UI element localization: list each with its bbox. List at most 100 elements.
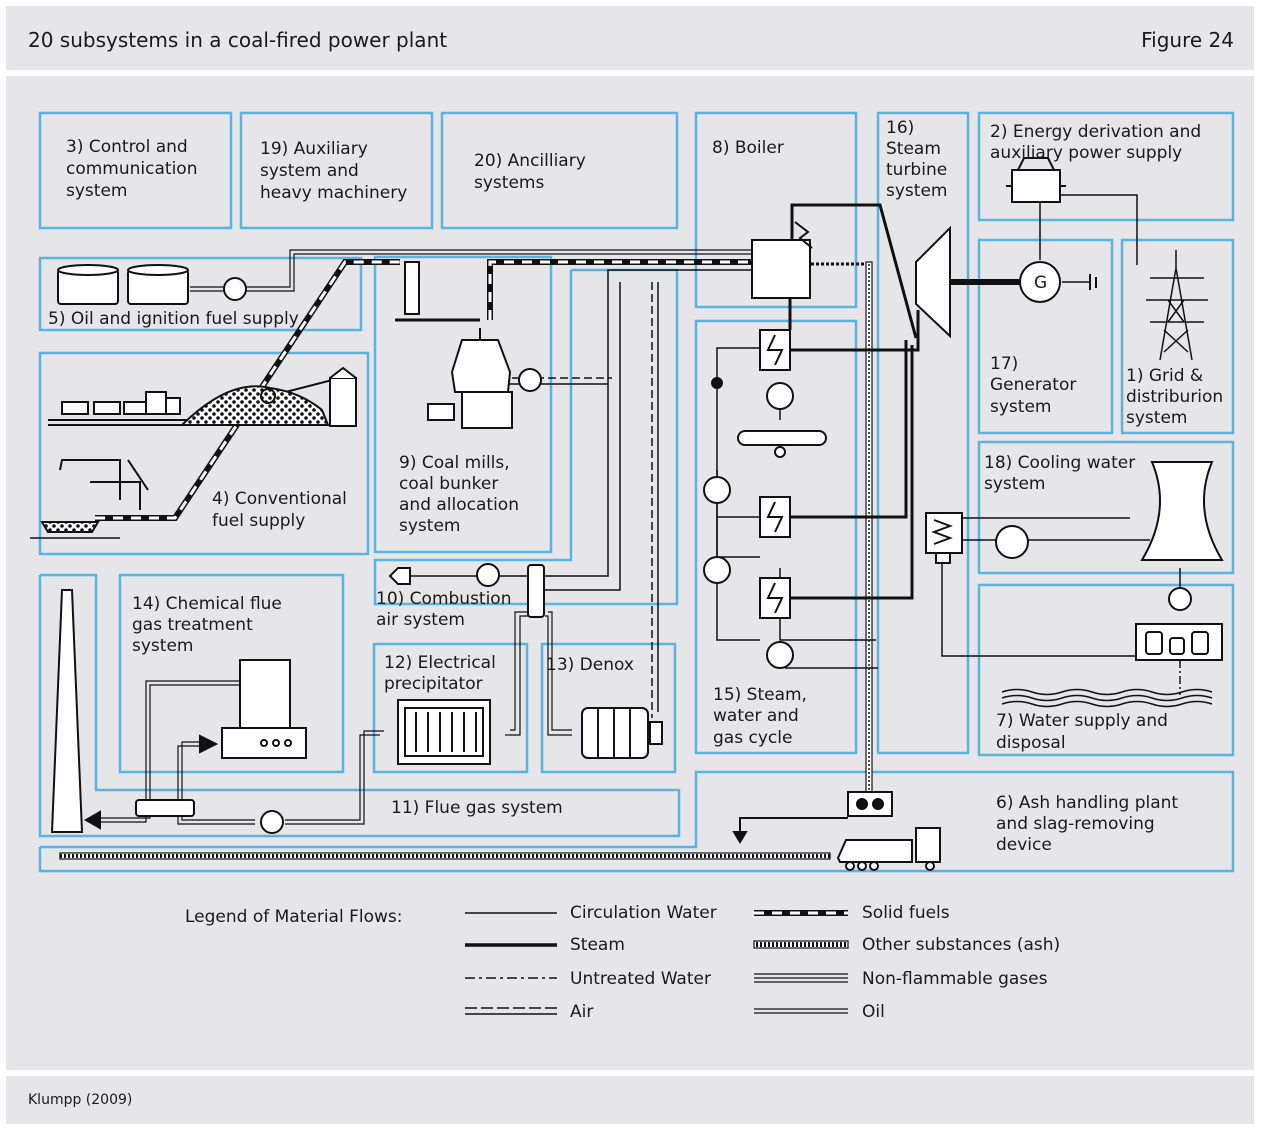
legend-label: Oil [862, 1002, 885, 1022]
label-oil: 5) Oil and ignition fuel supply [48, 309, 299, 329]
legend: Legend of Material Flows: Circulation Wa… [185, 903, 1060, 1022]
condenser-icon [925, 512, 963, 564]
legend-label: Steam [570, 935, 625, 955]
heat-exchanger [759, 329, 791, 619]
oil-pump [223, 277, 247, 301]
coal-train [48, 391, 190, 426]
label-ancillary: 20) Ancilliary systems [474, 151, 591, 193]
ash-discharge-line [739, 817, 848, 835]
air-intake-icon [388, 567, 411, 585]
label-coal-mills: 9) Coal mills, coal bunker and allocatio… [399, 453, 524, 536]
air-lines [410, 269, 752, 718]
circulation-water-lines [716, 180, 1181, 669]
transformer-icon [1006, 157, 1066, 203]
air-preheater [527, 564, 545, 618]
oil-tank [57, 264, 189, 305]
label-flue-gas: 11) Flue gas system [391, 798, 563, 818]
label-auxiliary: 19) Auxiliary system and heavy machinery [260, 139, 407, 203]
legend-swatch-non-flammable-gases [754, 973, 848, 983]
box-precipitator [372, 642, 529, 774]
steam-turbine [915, 225, 951, 339]
legend-label: Non-flammable gases [862, 969, 1048, 989]
chimney-icon [50, 589, 84, 833]
label-denox: 13) Denox [546, 655, 634, 675]
denox-icon [581, 707, 663, 759]
precipitator-icon [397, 699, 491, 765]
label-cooling: 18) Cooling water system [984, 453, 1141, 494]
valve-icon [711, 377, 723, 389]
ground-icon [1089, 274, 1097, 290]
box-coal-mills [373, 255, 553, 554]
label-control: 3) Control and communication system [66, 137, 203, 201]
coal-wheel [260, 388, 276, 404]
box-turbine [876, 111, 970, 755]
gas-heater [135, 799, 195, 817]
box-generator [977, 238, 1114, 435]
steam-drum [737, 430, 827, 446]
rail-track [59, 852, 831, 860]
feed-pump [766, 641, 794, 669]
box-ancillary [440, 111, 679, 230]
coal-silo [329, 366, 357, 427]
ash-silo-icon [847, 791, 893, 817]
cooling-pump [995, 525, 1029, 559]
feed-pump [703, 476, 731, 504]
legend-swatch-oil [754, 1008, 848, 1014]
ash-truck-icon [836, 827, 941, 871]
coal-stockpile [179, 385, 330, 426]
label-energy: 2) Energy derivation and auxiliary power… [990, 122, 1207, 163]
label-generator: 17) Generator system [990, 354, 1082, 417]
label-ash: 6) Ash handling plant and slag-removing … [996, 793, 1183, 855]
feed-pump [766, 382, 794, 410]
makeup-pump [1168, 587, 1192, 611]
label-combustion-air: 10) Combustion air system [376, 589, 517, 630]
legend-label: Air [570, 1002, 593, 1022]
water-treatment-icon [1135, 623, 1223, 661]
box-ash [38, 770, 1235, 873]
boiler-flame-icon [794, 221, 813, 249]
flow-arrow-icon [732, 831, 748, 844]
label-water-supply: 7) Water supply and disposal [996, 711, 1173, 753]
boiler-vessel [751, 239, 811, 299]
flow-arrow-icon [83, 810, 101, 830]
label-grid: 1) Grid & distriburion system [1126, 366, 1229, 428]
label-precipitator: 12) Electrical precipitator [384, 653, 501, 694]
generator-symbol: G [1034, 273, 1047, 293]
coal-ship [40, 521, 100, 533]
label-chemical: 14) Chemical flue gas treatment system [132, 594, 287, 656]
box-denox [540, 642, 677, 774]
label-boiler: 8) Boiler [712, 138, 784, 158]
transmission-tower-icon [1146, 250, 1208, 361]
legend-title: Legend of Material Flows: [185, 907, 403, 927]
figure-number: Figure 24 [1141, 28, 1234, 52]
mill-fan [518, 368, 542, 392]
box-control [38, 111, 233, 230]
figure-footer: Klumpp (2009) [6, 1076, 1254, 1124]
figure-title: 20 subsystems in a coal-fired power plan… [28, 28, 448, 52]
box-boiler [694, 111, 858, 309]
coal-bunker [395, 261, 480, 322]
steam-lines [788, 203, 1020, 600]
box-conventional [38, 351, 370, 556]
scrubber-icon [221, 659, 307, 759]
box-energy [977, 111, 1235, 222]
box-chemical [118, 573, 345, 774]
legend-label: Other substances (ash) [862, 935, 1060, 955]
cooling-tower [1140, 461, 1224, 561]
box-cooling [977, 440, 1235, 575]
feed-pump [703, 556, 731, 584]
box-flue-gas [38, 573, 681, 838]
label-conventional: 4) Conventional fuel supply [212, 489, 352, 531]
box-auxiliary [239, 111, 434, 230]
generator-icon [1019, 261, 1061, 303]
box-grid [1120, 238, 1235, 435]
source-citation: Klumpp (2009) [28, 1092, 133, 1108]
coal-mill [427, 328, 513, 429]
flue-gas-lines [100, 611, 572, 825]
drum-valve [774, 446, 786, 458]
box-oil [38, 256, 363, 332]
legend-label: Untreated Water [570, 969, 711, 989]
water-waves-icon [1001, 688, 1213, 708]
box-steam-cycle [694, 319, 858, 755]
induced-draft-fan [260, 810, 284, 834]
